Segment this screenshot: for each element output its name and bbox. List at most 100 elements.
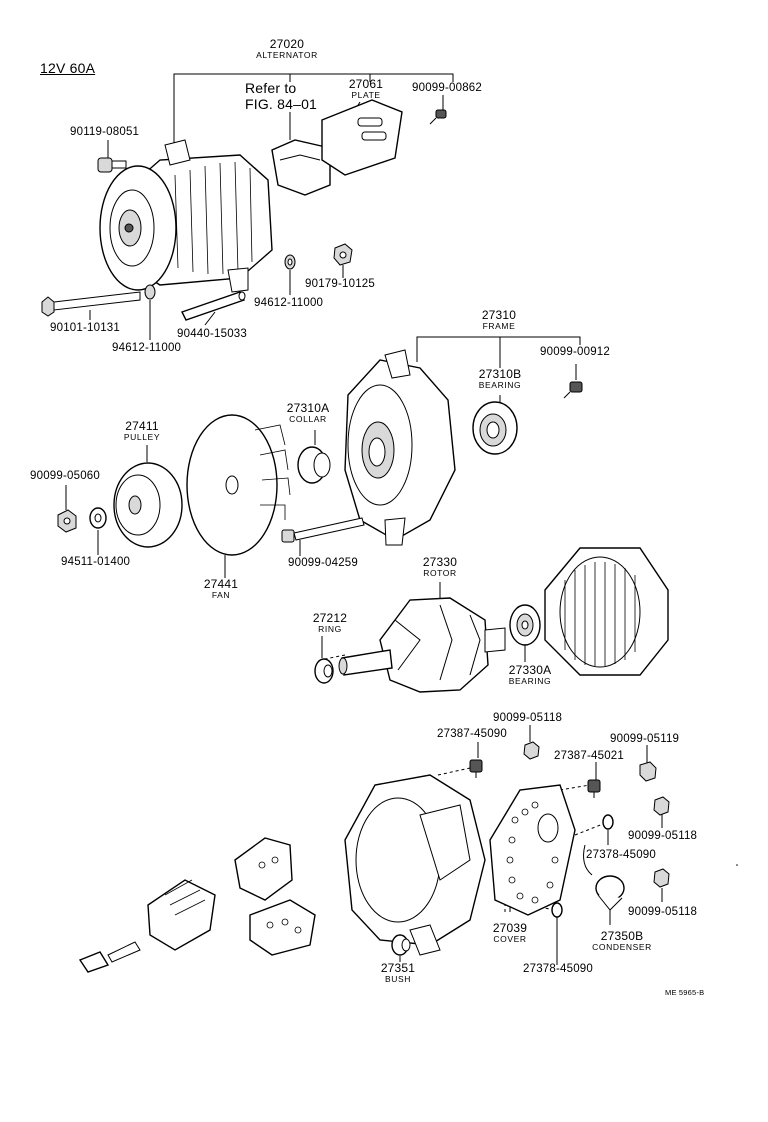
regulator-icon: [271, 139, 331, 196]
screw-90099-00862-icon: [429, 109, 447, 125]
part-27387-45021-label[interactable]: 27387-45021: [554, 750, 624, 762]
part-name: COVER: [493, 934, 527, 944]
part-27310a-label[interactable]: 27310A COLLAR: [287, 402, 330, 424]
part-number: 27441: [203, 577, 239, 591]
nut-90099-05119-icon: [639, 761, 657, 782]
condenser-27350b-icon: [583, 844, 625, 911]
part-94511-01400-label[interactable]: 94511-01400: [61, 556, 131, 568]
bush-27351-icon: [391, 934, 411, 956]
pulley-27411-icon: [113, 462, 183, 548]
bearing-27310b-icon: [472, 401, 518, 455]
part-27387-45090-label[interactable]: 27387-45090: [437, 728, 507, 740]
part-name: ALTERNATOR: [256, 50, 318, 60]
part-number: 27039: [492, 921, 528, 935]
part-name: BEARING: [508, 676, 552, 686]
part-name: BEARING: [478, 380, 522, 390]
part-number: 27351: [380, 961, 416, 975]
collar-27310a-icon: [297, 446, 331, 484]
part-name: BUSH: [384, 974, 412, 984]
part-27310-label[interactable]: 27310 FRAME: [482, 309, 516, 331]
screw-27387-45090-icon: [469, 759, 483, 778]
part-90099-05118-a-label[interactable]: 90099-05118: [493, 712, 563, 724]
part-94612-11000-b-label[interactable]: 94612-11000: [112, 342, 182, 354]
part-94612-11000-a-label[interactable]: 94612-11000: [254, 297, 324, 309]
reference-line-2: FIG. 84–01: [245, 96, 318, 112]
bolt-90119-08051-icon: [97, 157, 127, 173]
part-90101-10131-label[interactable]: 90101-10131: [50, 322, 120, 334]
part-number: 27350B: [600, 929, 644, 943]
part-90099-05119-label[interactable]: 90099-05119: [610, 733, 680, 745]
part-name: RING: [318, 624, 342, 634]
part-number: 27212: [312, 611, 348, 625]
part-90440-15033-label[interactable]: 90440-15033: [177, 328, 247, 340]
part-90099-04259-label[interactable]: 90099-04259: [288, 557, 358, 569]
part-27378-45090-a-label[interactable]: 27378-45090: [586, 849, 656, 861]
insulator-27378-45090-a-icon: [602, 814, 614, 830]
nut-90099-05060-icon: [57, 509, 77, 533]
part-90099-00862-label[interactable]: 90099-00862: [412, 82, 482, 94]
nut-90099-05118-b-icon: [653, 796, 670, 816]
insulator-27378-45090-b-icon: [551, 902, 563, 918]
part-name: PULLEY: [123, 432, 161, 442]
spec-label: 12V 60A: [40, 60, 96, 76]
reference-note[interactable]: Refer to FIG. 84–01: [245, 80, 317, 112]
plate-27061-icon: [321, 99, 403, 176]
part-27039-label[interactable]: 27039 COVER: [493, 922, 527, 944]
washer-94511-01400-icon: [89, 507, 107, 529]
part-name: ROTOR: [423, 568, 457, 578]
part-27411-label[interactable]: 27411 PULLEY: [124, 420, 160, 442]
screw-90099-00912-icon: [563, 381, 583, 399]
part-90099-00912-label[interactable]: 90099-00912: [540, 346, 610, 358]
part-27441-label[interactable]: 27441 FAN: [204, 578, 238, 600]
part-number: 27330A: [508, 663, 552, 677]
fan-27441-icon: [186, 414, 291, 556]
cover-27039-icon: [344, 774, 486, 956]
stray-mark: [736, 864, 738, 866]
part-number: 27411: [125, 419, 159, 433]
part-name: FRAME: [482, 321, 516, 331]
part-name: PLATE: [351, 90, 381, 100]
washer-94612-11000-b-icon: [144, 284, 156, 300]
part-90099-05060-label[interactable]: 90099-05060: [30, 470, 100, 482]
part-27212-label[interactable]: 27212 RING: [313, 612, 347, 634]
part-27330-label[interactable]: 27330 ROTOR: [423, 556, 457, 578]
part-27350b-label[interactable]: 27350B CONDENSER: [592, 930, 652, 952]
bearing-27330a-icon: [509, 604, 541, 646]
stator-icon: [544, 547, 669, 676]
part-27061-label[interactable]: 27061 PLATE: [349, 78, 383, 100]
bolt-90099-04259-icon: [281, 517, 365, 543]
rectifier-icon: [489, 784, 576, 916]
part-27020-label[interactable]: 27020 ALTERNATOR: [256, 38, 318, 60]
part-27378-45090-b-label[interactable]: 27378-45090: [523, 963, 593, 975]
part-number: 27020: [269, 37, 305, 51]
part-90179-10125-label[interactable]: 90179-10125: [305, 278, 375, 290]
part-90099-05118-c-label[interactable]: 90099-05118: [628, 906, 698, 918]
washer-94612-11000-icon: [284, 254, 296, 270]
part-number: 27061: [348, 77, 384, 91]
part-90099-05118-b-label[interactable]: 90099-05118: [628, 830, 698, 842]
drawing-code: ME 5965-B: [665, 988, 705, 997]
part-27351-label[interactable]: 27351 BUSH: [381, 962, 415, 984]
part-27330a-label[interactable]: 27330A BEARING: [509, 664, 552, 686]
part-name: FAN: [211, 590, 231, 600]
nut-90099-05118-c-icon: [653, 868, 670, 888]
reference-line-1: Refer to: [245, 80, 297, 96]
part-number: 27330: [422, 555, 458, 569]
screw-27387-45021-icon: [587, 779, 601, 798]
nut-90179-10125-icon: [333, 243, 353, 266]
alternator-assembly-icon: [99, 139, 273, 293]
part-name: CONDENSER: [592, 942, 652, 952]
part-27310b-label[interactable]: 27310B BEARING: [479, 368, 522, 390]
nut-90099-05118-a-icon: [523, 741, 540, 760]
part-name: COLLAR: [289, 414, 327, 424]
part-number: 27310B: [478, 367, 522, 381]
rotor-27330-icon: [338, 597, 506, 693]
part-90119-08051-label[interactable]: 90119-08051: [70, 126, 140, 138]
frame-27310-icon: [344, 349, 456, 546]
part-number: 27310: [481, 308, 517, 322]
spacer-90440-15033-icon: [181, 291, 246, 321]
bolt-90101-10131-icon: [41, 291, 141, 317]
part-number: 27310A: [286, 401, 330, 415]
